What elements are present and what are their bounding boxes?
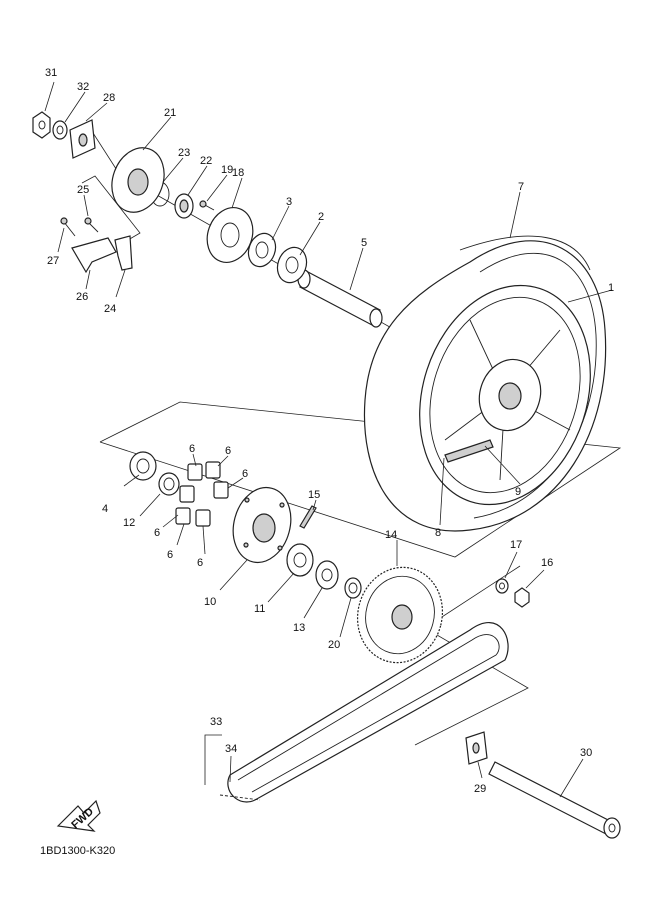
callout-10: 10 (204, 596, 216, 608)
fwd-arrow-icon: FWD (56, 799, 101, 832)
callout-23: 23 (178, 147, 190, 159)
damper-set (175, 461, 229, 527)
callout-14: 14 (385, 529, 397, 541)
callout-31: 31 (45, 67, 57, 79)
bearing-11 (286, 543, 314, 577)
callout-22: 22 (200, 155, 212, 167)
callout-16: 16 (541, 557, 553, 569)
bolt-27 (60, 217, 76, 237)
axle-collar (297, 269, 383, 328)
callout-6e: 6 (167, 549, 173, 561)
callout-15: 15 (308, 489, 320, 501)
callout-5: 5 (361, 237, 367, 249)
callout-17: 17 (510, 539, 522, 551)
callout-9: 9 (515, 486, 521, 498)
callout-6d: 6 (154, 527, 160, 539)
callout-6f: 6 (197, 557, 203, 569)
collar-20 (344, 577, 362, 599)
bracket-24 (114, 235, 133, 271)
callout-34: 34 (225, 743, 237, 755)
callout-6c: 6 (242, 468, 248, 480)
callout-8: 8 (435, 527, 441, 539)
callout-labels: 1 2 3 4 5 6 6 6 6 6 6 7 8 9 10 11 12 13 … (45, 67, 614, 795)
callout-1: 1 (608, 282, 614, 294)
callout-28: 28 (103, 92, 115, 104)
callout-13: 13 (293, 622, 305, 634)
callout-29: 29 (474, 783, 486, 795)
callout-24: 24 (104, 303, 116, 315)
callout-25: 25 (77, 184, 89, 196)
callout-26: 26 (76, 291, 88, 303)
callout-18: 18 (232, 167, 244, 179)
axle-nut-31 (32, 111, 51, 139)
callout-6a: 6 (189, 443, 195, 455)
rear-axle (488, 761, 621, 839)
rear-wheel-rim (419, 284, 591, 506)
callout-2: 2 (318, 211, 324, 223)
leader-lines (44, 81, 613, 798)
oil-seal-13 (315, 560, 339, 590)
callout-12: 12 (123, 517, 135, 529)
callout-32: 32 (77, 81, 89, 93)
callout-20: 20 (328, 639, 340, 651)
chain-guard-26 (71, 237, 117, 274)
callout-6b: 6 (225, 445, 231, 457)
rear-sprocket (356, 566, 444, 664)
bolt-19 (199, 200, 215, 211)
bearing-4 (129, 451, 157, 481)
bearing-2 (276, 246, 308, 284)
drive-chain (219, 622, 509, 803)
spacer-22 (174, 193, 194, 219)
callout-30: 30 (580, 747, 592, 759)
caliper-bracket (111, 147, 165, 213)
collar-12 (158, 472, 180, 496)
stud-bolt-15 (299, 505, 317, 529)
callout-19: 19 (221, 164, 233, 176)
callout-27: 27 (47, 255, 59, 267)
drawing-code: 1BD1300-K320 (40, 845, 115, 857)
adjust-block (69, 119, 96, 159)
washer-32 (52, 120, 68, 140)
callout-21: 21 (164, 107, 176, 119)
callout-4: 4 (102, 503, 108, 515)
nut-16 (514, 587, 530, 608)
collar-plate (206, 207, 254, 263)
bolt-25 (84, 217, 99, 233)
washer-17 (495, 578, 509, 594)
callout-7: 7 (518, 181, 524, 193)
callout-3: 3 (286, 196, 292, 208)
adjust-block-29 (465, 731, 488, 765)
callout-11: 11 (254, 603, 265, 615)
clutch-hub (232, 486, 292, 564)
callout-33: 33 (210, 716, 222, 728)
